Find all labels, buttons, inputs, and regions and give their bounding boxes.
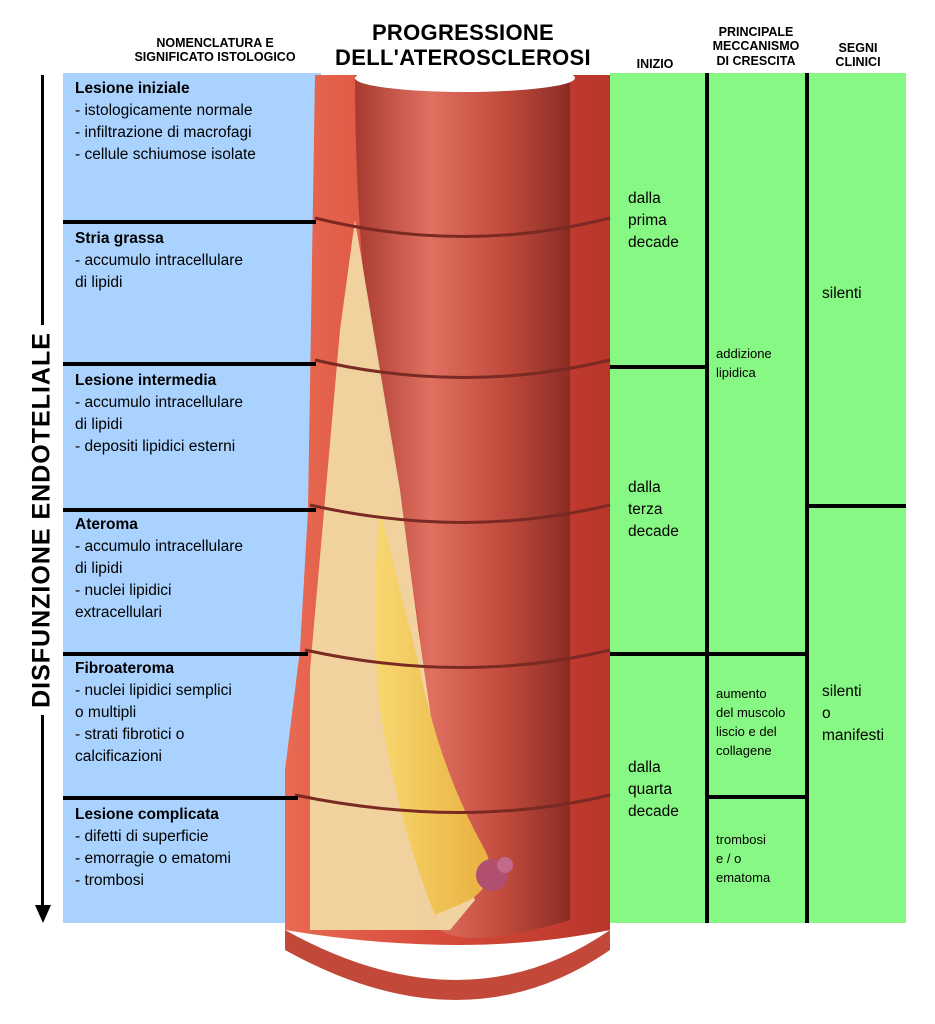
signs-divider — [805, 504, 906, 508]
stage-line: - istologicamente normale — [75, 102, 253, 119]
ring-2 — [314, 358, 611, 379]
stage-atheroma: Ateroma - accumulo intracellulare di lip… — [75, 514, 243, 624]
mechanism-thrombosis: trombosi e / o ematoma — [716, 830, 770, 887]
ring-3 — [309, 503, 611, 524]
onset-third-decade: dalla terza decade — [628, 477, 679, 543]
signs-line: silenti — [822, 285, 862, 302]
stage-line: di lipidi — [75, 560, 123, 577]
mechanism-divider — [705, 795, 807, 799]
stage-divider-5 — [63, 796, 298, 800]
stage-title: Lesione complicata — [75, 806, 219, 823]
stage-line: - strati fibrotici o — [75, 726, 185, 743]
header-signs: SEGNI CLINICI — [818, 41, 898, 70]
stage-initial-lesion: Lesione iniziale - istologicamente norma… — [75, 78, 256, 166]
stage-line: - accumulo intracellulare — [75, 252, 243, 269]
stage-line: - cellule schiumose isolate — [75, 146, 256, 163]
mechanism-line: trombosi — [716, 832, 766, 847]
onset-line: quarta — [628, 781, 672, 798]
stage-line: - accumulo intracellulare — [75, 538, 243, 555]
stage-fibroatheroma: Fibroateroma - nuclei lipidici semplici … — [75, 658, 232, 768]
stage-line: - depositi lipidici esterni — [75, 438, 236, 455]
signs-line: silenti — [822, 683, 862, 700]
onset-line: terza — [628, 501, 663, 518]
signs-line: o — [822, 705, 831, 722]
stage-line: - difetti di superficie — [75, 828, 209, 845]
stage-intermediate-lesion: Lesione intermedia - accumulo intracellu… — [75, 370, 243, 458]
mechanism-line: lipidica — [716, 365, 756, 380]
ring-5 — [294, 793, 611, 814]
header-mechanism: PRINCIPALE MECCANISMO DI CRESCITA — [700, 25, 812, 68]
side-arrow-head — [35, 905, 51, 923]
stage-divider-2 — [63, 362, 316, 366]
onset-line: prima — [628, 212, 667, 229]
header-progression: PROGRESSIONE DELL'ATEROSCLEROSI — [318, 20, 608, 71]
stage-title: Lesione intermedia — [75, 372, 217, 389]
stage-line: o multipli — [75, 704, 137, 721]
stage-title: Stria grassa — [75, 230, 164, 247]
stage-line: extracellulari — [75, 604, 163, 621]
header-signs-text: SEGNI CLINICI — [835, 41, 881, 70]
onset-line: dalla — [628, 479, 661, 496]
stage-complicated-lesion: Lesione complicata - difetti di superfic… — [75, 804, 231, 892]
onset-line: dalla — [628, 190, 661, 207]
artery-illustration — [285, 70, 611, 1000]
signs-column-left-border — [805, 73, 809, 923]
mechanism-line: ematoma — [716, 870, 771, 885]
onset-line: decade — [628, 234, 679, 251]
signs-silent-or-manifest: silenti o manifesti — [822, 681, 884, 747]
stage-divider-1 — [63, 220, 316, 224]
mechanism-line: e / o — [716, 851, 742, 866]
mechanism-line: collagene — [716, 743, 772, 758]
mechanism-lipid-addition: addizione lipidica — [716, 344, 772, 382]
stage-title: Ateroma — [75, 516, 138, 533]
ring-4 — [304, 648, 611, 669]
stage-fatty-streak: Stria grassa - accumulo intracellulare d… — [75, 228, 243, 294]
header-onset-text: INIZIO — [636, 57, 674, 71]
stage-line: - accumulo intracellulare — [75, 394, 243, 411]
header-nomenclature-text: NOMENCLATURA E SIGNIFICATO ISTOLOGICO — [134, 36, 296, 65]
signs-silent: silenti — [822, 283, 862, 305]
mechanism-line: liscio e del — [716, 724, 777, 739]
stage-line: - infiltrazione di macrofagi — [75, 124, 252, 141]
header-nomenclature: NOMENCLATURA E SIGNIFICATO ISTOLOGICO — [100, 36, 330, 65]
mechanism-line: del muscolo — [716, 705, 786, 720]
stage-line: - trombosi — [75, 872, 144, 889]
onset-fourth-decade: dalla quarta decade — [628, 757, 679, 823]
onset-line: dalla — [628, 759, 661, 776]
signs-line: manifesti — [822, 727, 885, 744]
header-onset: INIZIO — [620, 57, 690, 71]
mechanism-smooth-muscle: aumento del muscolo liscio e del collage… — [716, 684, 785, 760]
stage-line: di lipidi — [75, 274, 123, 291]
onset-line: decade — [628, 523, 679, 540]
header-mechanism-text: PRINCIPALE MECCANISMO DI CRESCITA — [712, 25, 800, 68]
vessel-lumen — [355, 75, 570, 938]
side-arrow-line-top — [41, 75, 44, 325]
stage-title: Fibroateroma — [75, 660, 175, 677]
header-progression-text: PROGRESSIONE DELL'ATEROSCLEROSI — [335, 20, 591, 71]
onset-mechanism-divider — [610, 652, 807, 656]
onset-line: decade — [628, 803, 679, 820]
stage-title: Lesione iniziale — [75, 80, 190, 97]
mechanism-line: addizione — [716, 346, 772, 361]
onset-first-decade: dalla prima decade — [628, 188, 679, 254]
stage-line: - emorragie o ematomi — [75, 850, 231, 867]
side-label-text: DISFUNZIONE ENDOTELIALE — [27, 332, 56, 708]
clinical-panel — [610, 73, 906, 923]
stage-divider-4 — [63, 652, 308, 656]
mechanism-line: aumento — [716, 686, 767, 701]
stage-line: - nuclei lipidici — [75, 582, 172, 599]
vessel-bottom-rim — [285, 930, 610, 1000]
ring-1 — [314, 216, 611, 238]
stage-line: calcificazioni — [75, 748, 163, 765]
stage-line: - nuclei lipidici semplici — [75, 682, 232, 699]
stage-line: di lipidi — [75, 416, 123, 433]
side-arrow-line-bottom — [41, 715, 44, 910]
stage-divider-3 — [63, 508, 316, 512]
vessel-top-opening — [355, 70, 575, 92]
mechanism-column-left-border — [705, 73, 709, 923]
onset-divider-1 — [610, 365, 707, 369]
nomenclature-panel — [63, 73, 321, 923]
